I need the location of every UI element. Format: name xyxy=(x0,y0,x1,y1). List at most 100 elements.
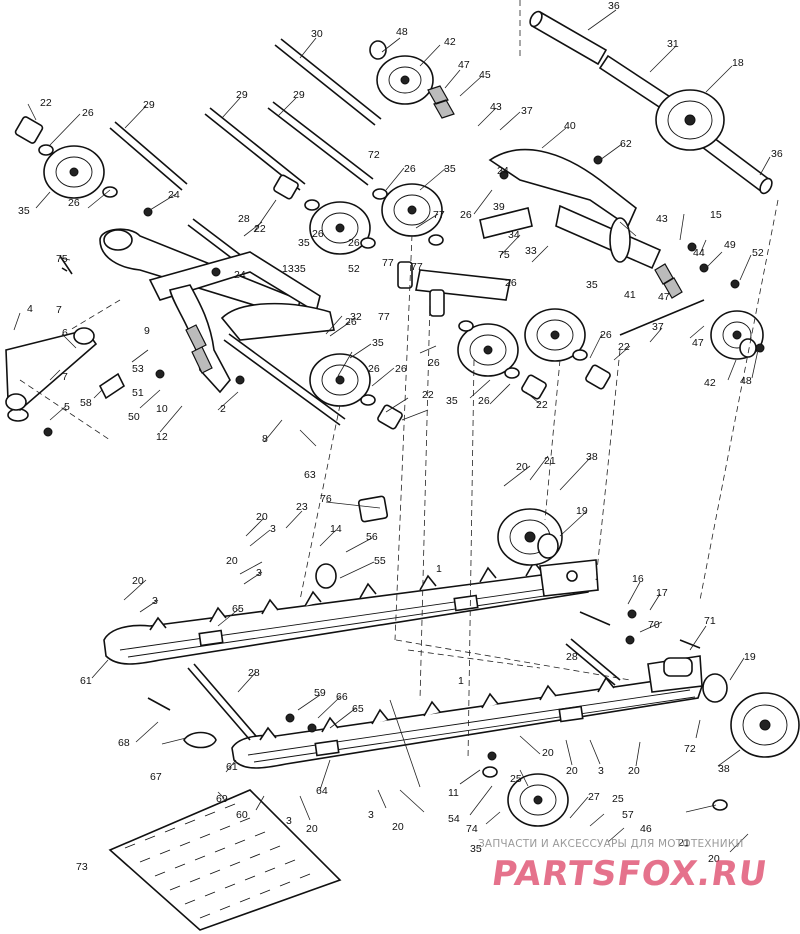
callout-25: 25 xyxy=(510,773,522,785)
callout-65b: 65 xyxy=(352,703,364,715)
callout-35d: 35 xyxy=(298,237,310,249)
callout-26b: 26 xyxy=(68,197,80,209)
callout-52b: 52 xyxy=(348,263,360,275)
callout-26m: 26 xyxy=(600,329,612,341)
wheel-35-d xyxy=(309,353,371,407)
callout-24: 24 xyxy=(168,189,180,201)
callout-51: 51 xyxy=(132,387,144,399)
wheel-35-c xyxy=(381,183,443,237)
rear-arm-assembly xyxy=(397,148,728,703)
callout-35g: 35 xyxy=(446,395,458,407)
callout-74: 74 xyxy=(466,823,478,835)
callout-3c: 3 xyxy=(152,595,158,607)
callout-7b: 7 xyxy=(62,371,68,383)
callout-20c: 20 xyxy=(226,555,238,567)
callout-20g: 20 xyxy=(542,747,554,759)
callout-54: 54 xyxy=(448,813,460,825)
callout-18: 18 xyxy=(732,57,744,69)
callout-37: 37 xyxy=(521,105,533,117)
callout-29c: 29 xyxy=(293,89,305,101)
callout-40: 40 xyxy=(564,120,576,132)
wheel-35-b xyxy=(309,201,371,255)
callout-60: 60 xyxy=(236,809,248,821)
callout-66: 66 xyxy=(336,691,348,703)
callout-61: 61 xyxy=(80,675,92,687)
callout-12: 12 xyxy=(156,431,168,443)
callout-72b: 72 xyxy=(684,743,696,755)
callout-75: 75 xyxy=(56,253,68,265)
callout-50: 50 xyxy=(128,411,140,423)
callout-26j: 26 xyxy=(395,363,407,375)
callout-4: 4 xyxy=(27,303,33,315)
watermark-caption: ЗАПЧАСТИ И АКСЕССУАРЫ ДЛЯ МОТОТЕХНИКИ xyxy=(478,838,744,850)
watermark-logo: PARTSFOX.RU xyxy=(489,854,771,894)
callout-29b: 29 xyxy=(236,89,248,101)
callout-35e: 35 xyxy=(586,279,598,291)
wheel-35-low xyxy=(507,773,569,827)
callout-13: 13 xyxy=(282,263,294,275)
callout-labels: 30 48 42 36 31 18 47 45 43 37 40 62 36 2… xyxy=(18,0,783,873)
callout-57: 57 xyxy=(622,809,634,821)
callout-20d: 20 xyxy=(132,575,144,587)
callout-21b: 21 xyxy=(678,837,690,849)
callout-26k: 26 xyxy=(428,357,440,369)
callout-44: 44 xyxy=(693,247,705,259)
callout-20i: 20 xyxy=(628,765,640,777)
callout-56: 56 xyxy=(366,531,378,543)
callout-38b: 38 xyxy=(718,763,730,775)
callout-31: 31 xyxy=(667,38,679,50)
callout-69: 69 xyxy=(216,793,228,805)
callout-39: 39 xyxy=(493,201,505,213)
callout-20e: 20 xyxy=(306,823,318,835)
callout-26e: 26 xyxy=(312,228,324,240)
callout-75b: 75 xyxy=(498,249,510,261)
callout-21: 21 xyxy=(544,455,556,467)
callout-41: 41 xyxy=(624,289,636,301)
callout-46: 46 xyxy=(640,823,652,835)
wheel-18 xyxy=(655,89,725,151)
callout-47b: 47 xyxy=(658,291,670,303)
callout-22c: 22 xyxy=(422,389,434,401)
callout-48b: 48 xyxy=(740,375,752,387)
hardware xyxy=(5,40,765,811)
callout-20: 20 xyxy=(516,461,528,473)
callout-3f: 3 xyxy=(598,765,604,777)
callout-16: 16 xyxy=(632,573,644,585)
callout-55: 55 xyxy=(374,555,386,567)
callout-58: 58 xyxy=(80,397,92,409)
callout-77b: 77 xyxy=(382,257,394,269)
callout-14: 14 xyxy=(330,523,342,535)
callout-3: 3 xyxy=(270,523,276,535)
left-slide-rail xyxy=(103,559,599,665)
callout-68: 68 xyxy=(118,737,130,749)
callout-19b: 19 xyxy=(744,651,756,663)
callout-35: 35 xyxy=(18,205,30,217)
callout-1b: 1 xyxy=(458,675,464,687)
wheel-35-a xyxy=(43,145,105,199)
callout-23: 23 xyxy=(296,501,308,513)
callout-37b: 37 xyxy=(652,321,664,333)
callout-20f: 20 xyxy=(392,821,404,833)
callout-20h: 20 xyxy=(566,765,578,777)
wheel-42-top xyxy=(376,55,434,105)
callout-20b: 20 xyxy=(256,511,268,523)
front-arm-assembly xyxy=(99,228,389,589)
callout-36: 36 xyxy=(608,0,620,12)
callout-35b: 35 xyxy=(444,163,456,175)
callout-67: 67 xyxy=(150,771,162,783)
callout-43b: 43 xyxy=(656,213,668,225)
callout-26h: 26 xyxy=(345,316,357,328)
callout-43: 43 xyxy=(490,101,502,113)
callout-5: 5 xyxy=(64,401,70,413)
callout-26: 26 xyxy=(82,107,94,119)
callout-35c: 35 xyxy=(294,263,306,275)
callout-3d: 3 xyxy=(286,815,292,827)
callout-70: 70 xyxy=(648,619,660,631)
shafts xyxy=(14,10,773,741)
callout-24b: 24 xyxy=(497,165,509,177)
callout-29: 29 xyxy=(143,99,155,111)
callout-65: 65 xyxy=(232,603,244,615)
callout-77c: 77 xyxy=(411,261,423,273)
callout-24c: 24 xyxy=(234,269,246,281)
callout-9: 9 xyxy=(144,325,150,337)
